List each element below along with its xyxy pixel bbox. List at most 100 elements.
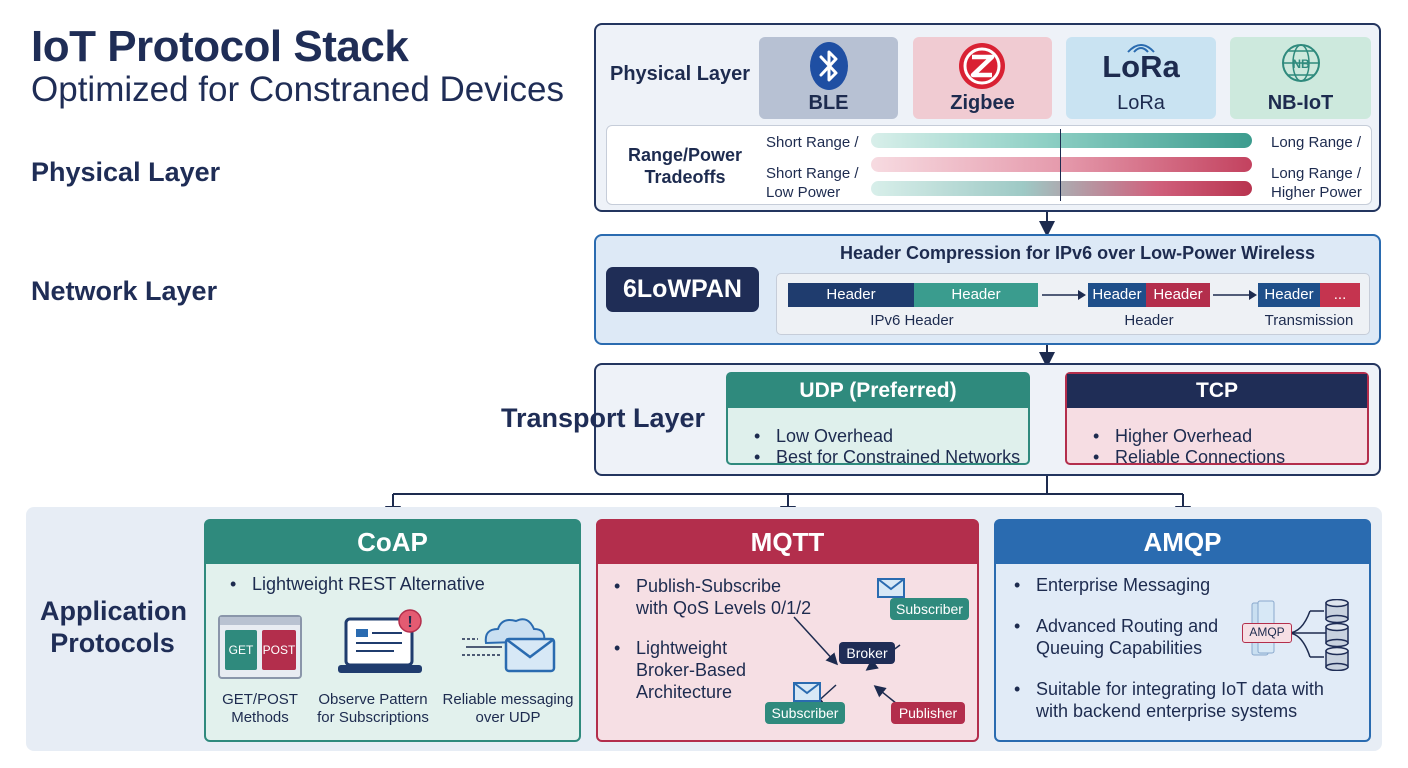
coap-caption-3: Reliable messaging over UDP [438,691,578,727]
caption-ipv6-header: IPv6 Header [870,312,954,329]
coap-caption-1-line1: GET/POST [222,691,298,708]
svg-text:!: ! [407,614,412,631]
coap-caption-2-line2: for Subscriptions [317,709,429,726]
transport-layer-panel: UDP (Preferred) Low Overhead Best for Co… [594,363,1381,476]
tradeoff-title: Range/Power Tradeoffs [625,144,745,188]
tradeoff-left-1: Short Range / [766,134,859,151]
chip-lora: LoRa LoRa [1066,37,1216,119]
udp-title: UDP (Preferred) [728,374,1028,408]
mqtt-broker-diagram [793,578,919,722]
tradeoff-bar-1 [871,133,1252,148]
tcp-bullet-1: Higher Overhead [1093,426,1252,447]
tradeoff-right-2: Long Range / [1271,165,1362,182]
coap-caption-1: GET/POST Methods [210,691,310,727]
database-icon-3 [1325,646,1349,671]
arrow-compress-2 [1213,290,1257,300]
mqtt-subscriber-bottom: Subscriber [765,702,845,724]
coap-caption-3-line1: Reliable messaging [442,691,574,708]
lora-signal-icon [1127,44,1155,53]
mqtt-bullet-2-line3: Architecture [636,682,733,702]
caption-transmission: Transmission [1264,312,1354,329]
amqp-bullet-3-line1: Suitable for integrating IoT data with [1036,679,1324,699]
transmission-seg-1: Header [1258,283,1320,307]
udp-box: UDP (Preferred) Low Overhead Best for Co… [726,372,1030,468]
coap-bullet: Lightweight REST Alternative [230,574,485,595]
mqtt-bullet-1: Publish-Subscribe with QoS Levels 0/1/2 [614,575,812,619]
coap-caption-3-line2: over UDP [475,709,541,726]
window-titlebar [220,617,300,625]
tradeoff-left-3: Low Power [766,184,841,201]
amqp-card: AMQP Enterprise Messaging Advanced Routi… [994,519,1371,742]
bluetooth-icon [810,42,848,90]
tradeoff-title-line2: Tradeoffs [644,167,726,187]
udp-bullet-1: Low Overhead [754,426,893,447]
physical-panel-label: Physical Layer [610,63,751,85]
amqp-bullet-3-line2: with backend enterprise systems [1036,701,1298,721]
network-layer-panel: 6LoWPAN Header Compression for IPv6 over… [594,234,1381,345]
mqtt-publisher: Publisher [891,702,965,724]
amqp-bullet-3: Suitable for integrating IoT data with w… [1014,678,1324,722]
coap-caption-1-line2: Methods [231,709,289,726]
tradeoff-right-3: Higher Power [1271,184,1362,201]
svg-text:NB: NB [1292,57,1310,71]
tradeoff-divider [1060,129,1061,201]
amqp-badge: AMQP [1242,623,1292,643]
laptop-icon: ! [338,609,422,673]
nb-iot-icon: NB [1282,44,1320,82]
coap-caption-2-line1: Observe Pattern [318,691,428,708]
chip-label-nb-iot: NB-IoT [1267,92,1334,114]
side-label-application: Application Protocols [40,595,187,659]
coap-card: CoAP Lightweight REST Alternative GET PO… [204,519,581,742]
chip-ble: BLE [759,37,898,119]
mqtt-bullet-2: Lightweight Broker-Based Architecture [614,637,747,703]
mqtt-title: MQTT [598,521,977,564]
caption-header: Header [1124,312,1174,329]
amqp-title: AMQP [996,521,1369,564]
lora-icon: LoRa [1102,49,1180,84]
database-icon-1 [1325,599,1349,624]
database-icon-2 [1325,622,1349,648]
chip-zigbee: Zigbee [913,37,1052,119]
chip-label-zigbee: Zigbee [950,92,1015,114]
get-post-window-icon: GET POST [218,615,302,679]
tradeoff-title-line1: Range/Power [627,145,743,165]
get-block: GET [225,630,257,670]
mqtt-card: MQTT Publish-Subscribe with QoS Levels 0… [596,519,979,742]
6lowpan-badge: 6LoWPAN [606,267,759,312]
post-block: POST [262,630,296,670]
tradeoff-box: Range/Power Tradeoffs Short Range / Shor… [606,125,1372,205]
side-label-network: Network Layer [31,276,218,306]
tradeoff-bar-3 [871,181,1252,196]
amqp-bullet-2-line2: Queuing Capabilities [1036,638,1203,658]
chip-nb-iot: NB NB-IoT [1230,37,1371,119]
tcp-box: TCP Higher Overhead Reliable Connections [1065,372,1369,468]
tradeoff-bar-2 [871,157,1252,172]
mqtt-bullet-2-line2: Broker-Based [636,660,747,680]
chip-label-ble: BLE [808,92,849,114]
ipv6-header-seg-1: Header [788,283,914,307]
arrow-compress-1 [1042,290,1086,300]
physical-layer-panel: Physical Layer BLE Zigbee LoRa LoRa [594,23,1381,212]
mqtt-bullet-1-line2: with QoS Levels 0/1/2 [636,598,812,618]
mqtt-bullet-1-line1: Publish-Subscribe [636,576,782,596]
side-label-physical: Physical Layer [31,157,221,187]
tcp-bullet-2: Reliable Connections [1093,447,1285,468]
side-label-application-line1: Application [40,596,187,626]
mqtt-subscriber-top: Subscriber [890,598,969,620]
amqp-bullet-2-line1: Advanced Routing and [1036,616,1219,636]
transmission-seg-2: ... [1320,283,1360,307]
page-title: IoT Protocol Stack [31,22,409,71]
compressed-header-seg-1: Header [1088,283,1146,307]
header-compression-box: Header Header Header Header Header ... I… [776,273,1370,335]
amqp-routing-icon [1251,599,1349,671]
coap-caption-2: Observe Pattern for Subscriptions [311,691,435,727]
udp-bullet-2: Best for Constrained Networks [754,447,1020,468]
mqtt-bullet-2-line1: Lightweight [636,638,728,658]
tradeoff-right-1: Long Range / [1271,134,1362,151]
page-subtitle: Optimized for Constraned Devices [31,70,564,109]
network-heading: Header Compression for IPv6 over Low-Pow… [840,243,1315,263]
zigbee-icon [959,43,1005,89]
tradeoff-left-2: Short Range / [766,165,859,182]
side-label-application-line2: Protocols [50,628,175,658]
